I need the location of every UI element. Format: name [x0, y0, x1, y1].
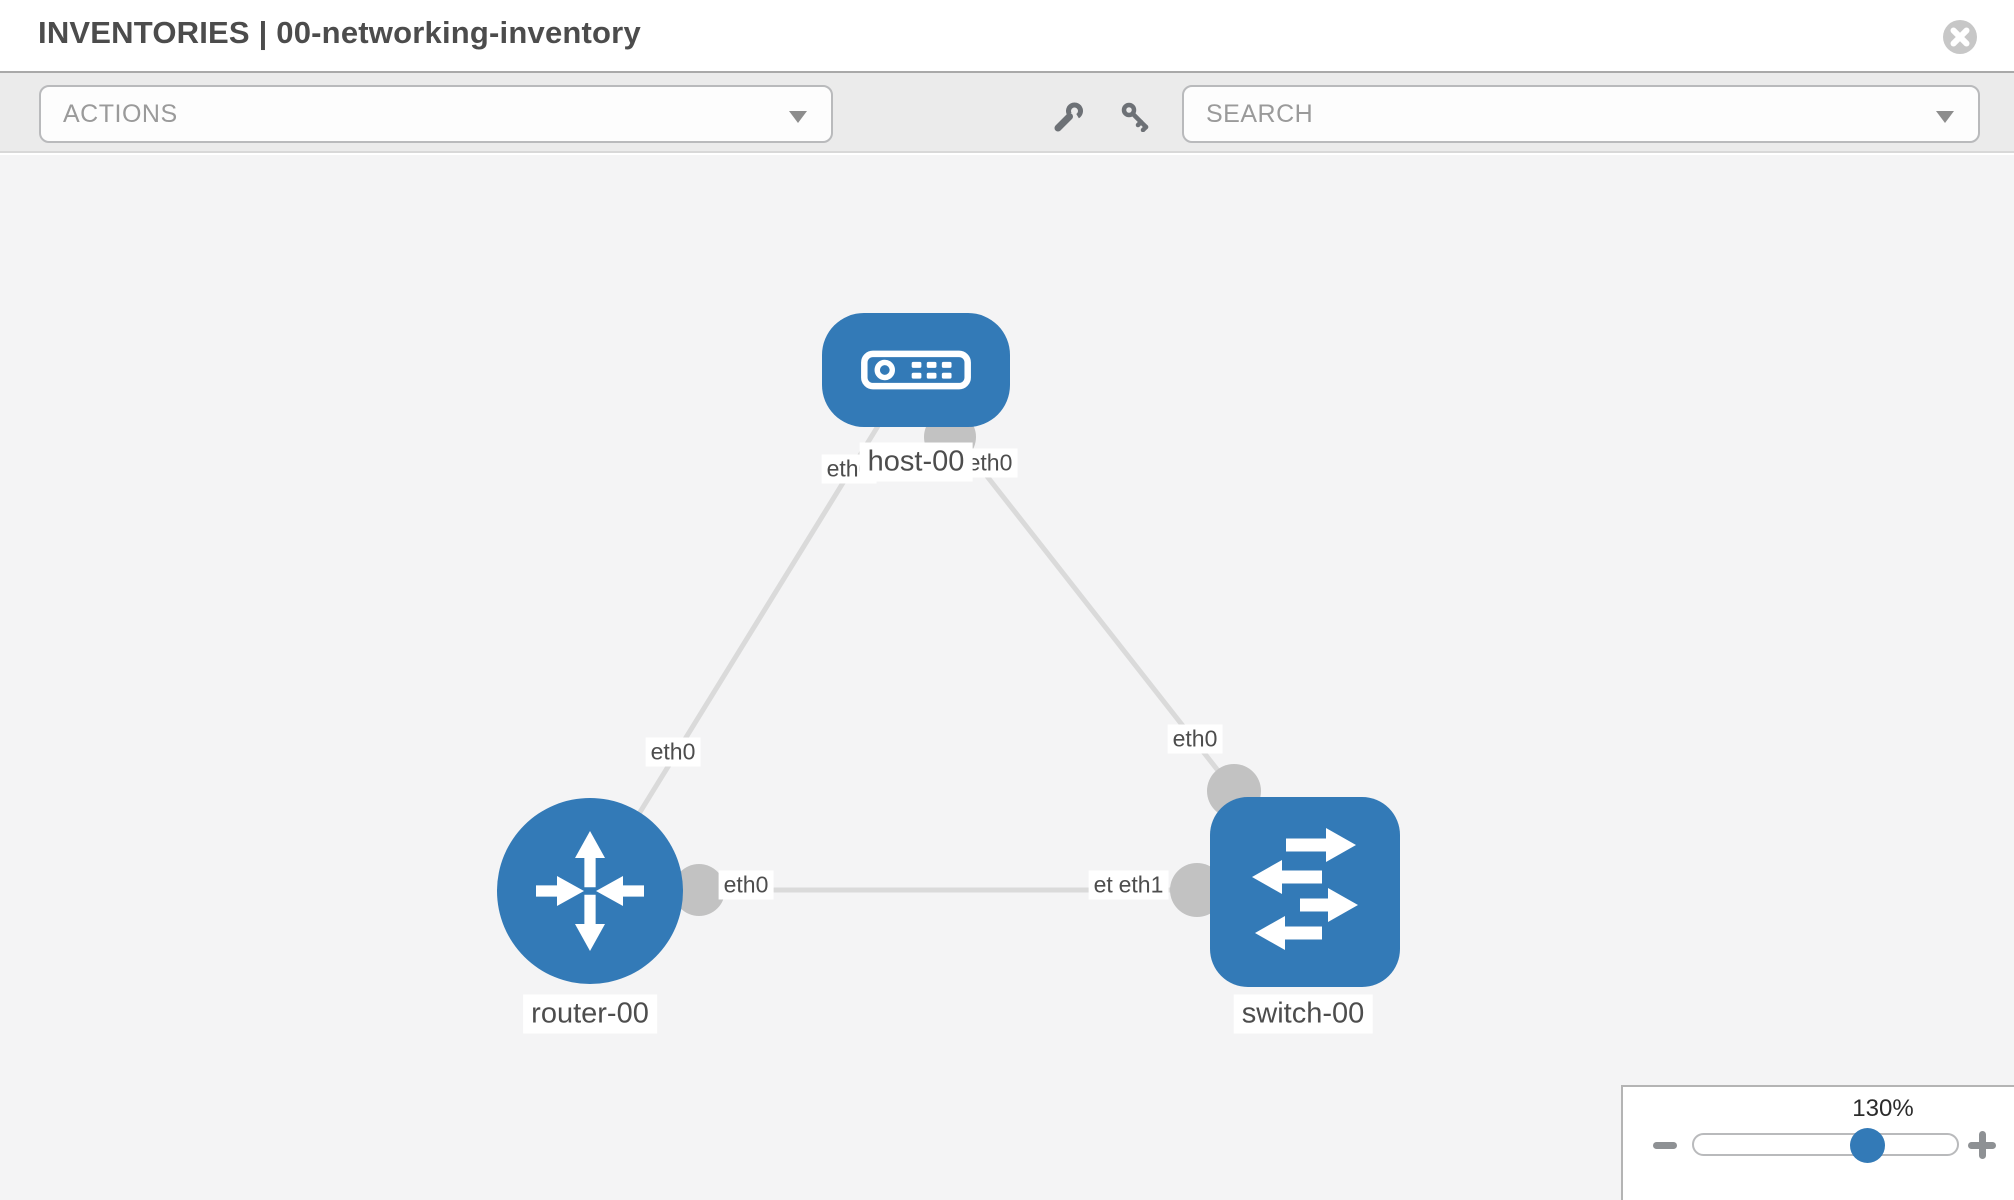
chevron-down-icon [1936, 111, 1954, 123]
chevron-down-icon [789, 111, 807, 123]
interface-connector[interactable] [673, 864, 725, 916]
interface-label: eth0 [1167, 724, 1223, 754]
zoom-control-panel: 130% [1621, 1085, 2014, 1200]
zoom-in-button[interactable] [1968, 1131, 1996, 1159]
node-label-host: host-00 [859, 442, 973, 482]
zoom-slider[interactable] [1692, 1128, 1959, 1163]
toolbar: ACTIONS SEARCH [0, 71, 2014, 153]
switch-icon [1252, 828, 1358, 950]
close-icon [1943, 20, 1977, 54]
actions-dropdown[interactable]: ACTIONS [39, 85, 833, 143]
zoom-slider-thumb[interactable] [1850, 1128, 1885, 1163]
node-label-switch: switch-00 [1233, 994, 1373, 1034]
interface-label: eth0 [718, 870, 774, 900]
node-label-router: router-00 [523, 994, 657, 1034]
credentials-button[interactable] [1119, 100, 1151, 133]
links-layer [589, 411, 1300, 917]
node-router-00[interactable] [497, 798, 683, 984]
actions-dropdown-label: ACTIONS [63, 100, 178, 128]
search-dropdown-label: SEARCH [1206, 100, 1314, 128]
topology-canvas[interactable]: host-00 router-00 switch-00 eth0 eth0 et… [0, 155, 2014, 1200]
zoom-level-label: 130% [1852, 1095, 1914, 1122]
search-dropdown[interactable]: SEARCH [1182, 85, 1980, 143]
interface-label: eth0 [645, 737, 701, 767]
page-title: INVENTORIES | 00-networking-inventory [38, 15, 641, 50]
router-icon [536, 831, 644, 951]
host-icon [861, 350, 971, 390]
close-button[interactable] [1942, 19, 1978, 55]
node-host-00[interactable] [822, 313, 1010, 427]
header: INVENTORIES | 00-networking-inventory [0, 0, 2014, 71]
zoom-out-button[interactable] [1653, 1142, 1677, 1149]
configure-tools-button[interactable] [1052, 100, 1084, 132]
wrench-icon [1054, 102, 1083, 132]
node-switch-00[interactable] [1210, 797, 1400, 987]
interface-label: eth1 [1113, 870, 1169, 900]
key-icon [1121, 102, 1149, 133]
